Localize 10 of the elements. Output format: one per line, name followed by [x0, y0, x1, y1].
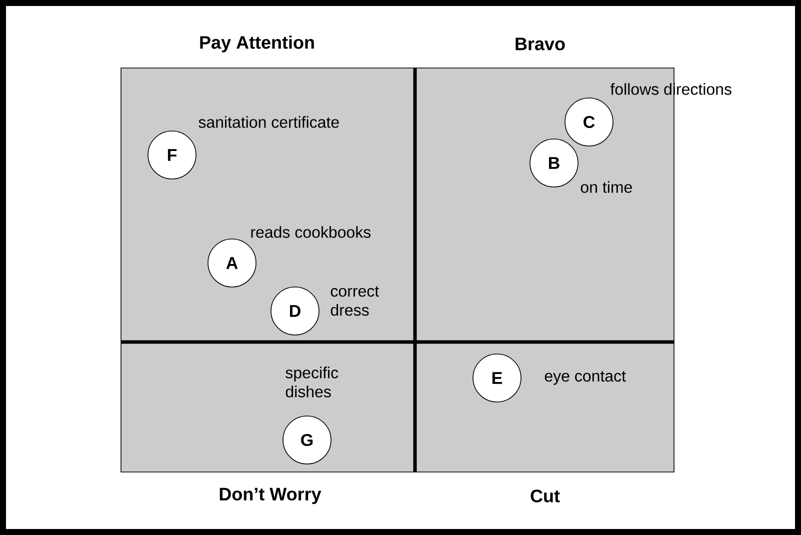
quadrant-title: Bravo: [516, 38, 565, 50]
trait-label: sanitation certificate: [198, 116, 339, 128]
trait-label: specific dishes: [286, 366, 338, 398]
quadrant-title: Don’t Worry: [220, 488, 322, 504]
trait-label: correct dress: [330, 286, 379, 316]
trait-label: on time: [580, 181, 632, 193]
trait-label: reads cookbooks: [251, 226, 371, 238]
trait-label: eye contact: [544, 371, 626, 385]
quadrant-title: Cut: [530, 490, 560, 502]
quadrant-title: Pay Attention: [200, 36, 314, 52]
